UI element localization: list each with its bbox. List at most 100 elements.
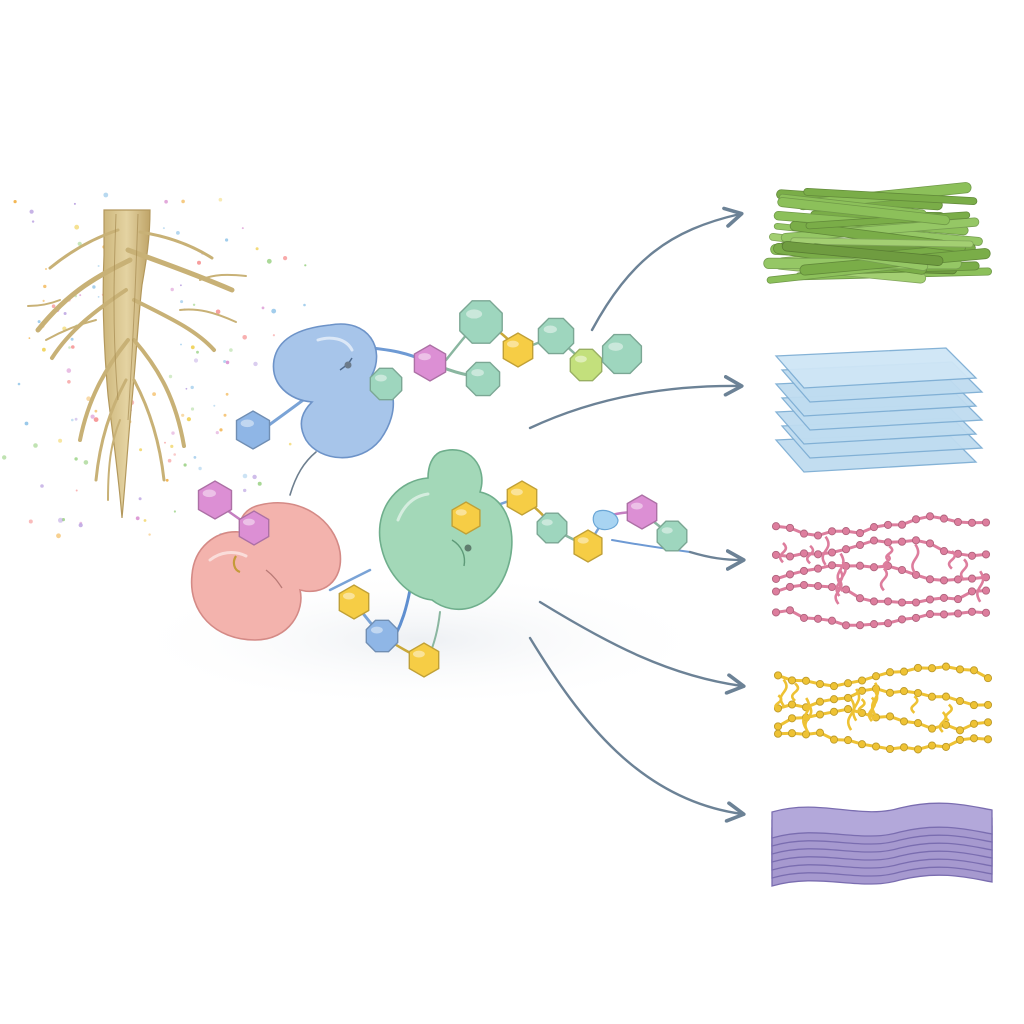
mesh-bead bbox=[899, 687, 909, 696]
speckle-dot bbox=[218, 197, 223, 202]
speckle-dot bbox=[215, 309, 221, 315]
fiber-strand bbox=[782, 241, 943, 266]
node-highlight bbox=[541, 519, 553, 526]
mesh-bead bbox=[883, 619, 893, 628]
speckle-dot bbox=[272, 334, 275, 337]
speckle-dot bbox=[92, 285, 96, 289]
polymer-node bbox=[573, 529, 603, 563]
mesh-bead bbox=[787, 714, 797, 723]
mesh-bead bbox=[969, 719, 979, 728]
speckle-dot bbox=[29, 209, 34, 214]
speckle-dot bbox=[198, 466, 202, 471]
mesh-bead bbox=[827, 548, 837, 557]
sheet-layer bbox=[774, 347, 978, 389]
mesh-strand bbox=[776, 731, 990, 751]
speckle-dot bbox=[185, 387, 188, 390]
speckle-dot bbox=[181, 199, 185, 204]
mesh-bead bbox=[953, 595, 963, 604]
fiber-strand bbox=[804, 188, 977, 205]
mesh-bead bbox=[841, 585, 851, 594]
mesh-bead bbox=[785, 570, 795, 579]
polymer-node bbox=[536, 512, 568, 544]
speckle-dot bbox=[66, 368, 72, 373]
mesh-bead bbox=[981, 518, 991, 527]
node-highlight bbox=[577, 537, 589, 544]
node-highlight bbox=[630, 502, 643, 510]
mesh-bead bbox=[843, 736, 853, 745]
mesh-bead bbox=[899, 743, 909, 752]
mesh-bead bbox=[787, 729, 797, 738]
speckle-dot bbox=[135, 516, 140, 521]
mesh-bead bbox=[843, 693, 853, 702]
mesh-bead bbox=[883, 520, 893, 529]
mesh-bead bbox=[913, 745, 923, 754]
purple-layer bbox=[771, 802, 993, 839]
plant-root-icon bbox=[27, 209, 247, 519]
speckle-dot bbox=[180, 300, 184, 304]
speckle-dot bbox=[192, 303, 196, 306]
yellow-polymer-mesh-icon bbox=[773, 662, 993, 754]
mesh-bead bbox=[983, 674, 993, 683]
mesh-bead bbox=[967, 587, 977, 596]
speckle-dot bbox=[170, 444, 174, 448]
mesh-bead bbox=[771, 608, 781, 617]
polymer-node bbox=[369, 367, 403, 401]
speckle-dot bbox=[190, 385, 194, 390]
mesh-bead bbox=[941, 720, 951, 729]
speckle-dot bbox=[37, 320, 41, 324]
mesh-bead bbox=[799, 580, 809, 590]
mesh-bead bbox=[967, 518, 977, 527]
speckle-dot bbox=[28, 337, 31, 339]
mesh-bead bbox=[899, 717, 909, 726]
mesh-bead bbox=[955, 726, 965, 735]
mesh-bead bbox=[785, 606, 795, 615]
mesh-bead bbox=[911, 613, 921, 622]
speckle-dot bbox=[77, 241, 82, 246]
polymer-node bbox=[235, 410, 271, 450]
speckle-dot bbox=[181, 413, 185, 417]
mesh-crosslink bbox=[959, 558, 969, 581]
speckle-dot bbox=[255, 247, 259, 251]
mesh-bead bbox=[911, 515, 921, 524]
mesh-bead bbox=[955, 735, 965, 744]
speckle-dot bbox=[167, 458, 172, 463]
polymer-node bbox=[537, 317, 575, 355]
mesh-bead bbox=[871, 742, 881, 751]
mesh-crosslink bbox=[976, 570, 985, 603]
speckle-dot bbox=[271, 308, 277, 314]
speckle-dot bbox=[56, 533, 61, 539]
mesh-bead bbox=[953, 517, 963, 527]
mesh-bead bbox=[955, 696, 965, 706]
mesh-bead bbox=[897, 615, 907, 624]
speckle-dot bbox=[242, 473, 248, 479]
speckle-dot bbox=[173, 510, 176, 513]
mesh-bead bbox=[969, 734, 979, 743]
speckle-dot bbox=[257, 481, 262, 486]
speckle-dot bbox=[148, 533, 151, 536]
node-highlight bbox=[608, 342, 624, 351]
mesh-bead bbox=[855, 540, 865, 550]
mesh-bead bbox=[885, 744, 895, 754]
speckle-dot bbox=[78, 523, 83, 528]
mesh-strand bbox=[774, 514, 988, 537]
speckle-dot bbox=[143, 519, 147, 522]
mesh-bead bbox=[827, 616, 837, 625]
speckle-dot bbox=[40, 484, 44, 488]
mesh-bead bbox=[885, 688, 895, 697]
speckle-dot bbox=[17, 382, 21, 386]
speckle-dot bbox=[97, 296, 100, 298]
speckle-dot bbox=[75, 489, 78, 492]
mesh-bead bbox=[969, 666, 979, 675]
speckle-dot bbox=[283, 256, 288, 261]
mesh-crosslink bbox=[870, 682, 880, 716]
enzyme-green-icon bbox=[378, 449, 513, 611]
mesh-bead bbox=[813, 564, 823, 573]
speckle-dot bbox=[71, 418, 74, 422]
mesh-crosslink bbox=[947, 550, 957, 570]
mesh-crosslink bbox=[944, 703, 953, 723]
arrow-to-pink-mesh bbox=[688, 549, 746, 571]
speckle-dot bbox=[197, 260, 201, 265]
node-highlight bbox=[510, 488, 523, 496]
mesh-bead bbox=[967, 607, 977, 616]
mesh-bead bbox=[869, 620, 879, 629]
